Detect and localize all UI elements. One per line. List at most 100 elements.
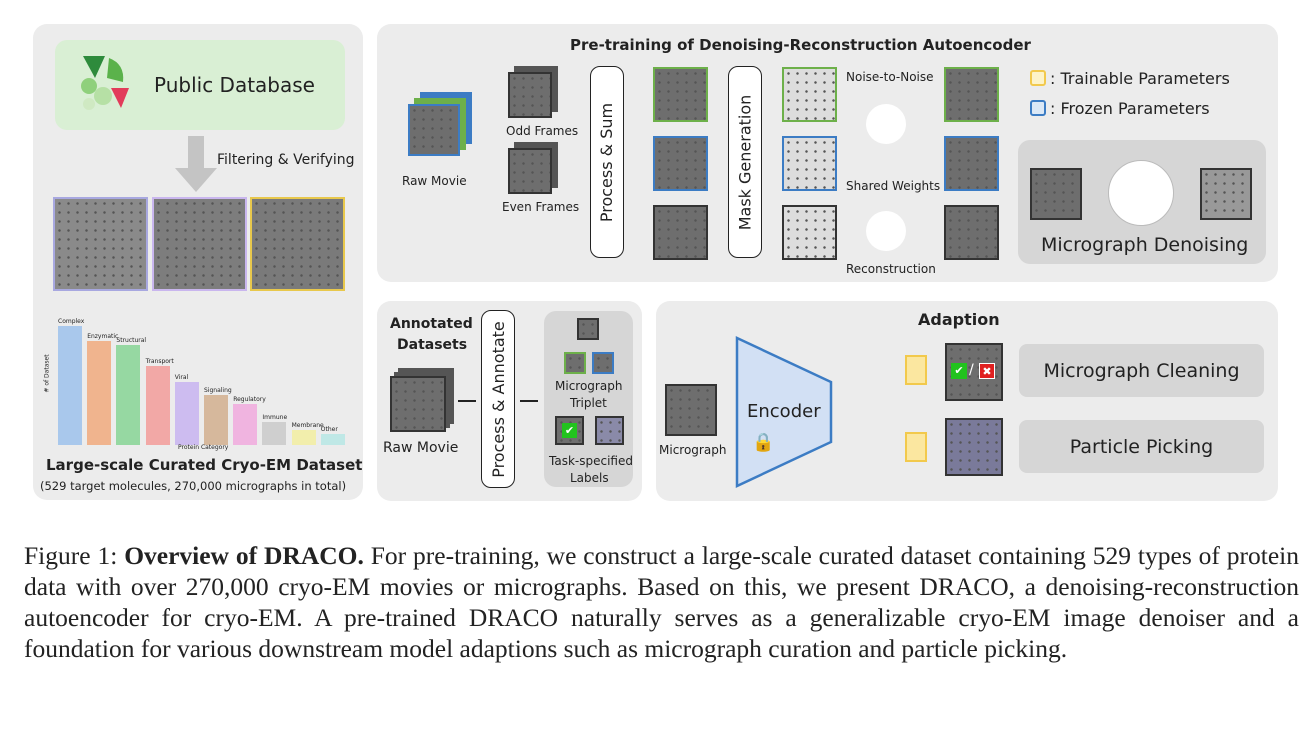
x-axis-label: Protein Category	[178, 444, 229, 451]
down-arrow-icon	[175, 136, 217, 192]
output-odd	[944, 67, 999, 122]
bar-regulatory	[233, 404, 258, 445]
odd-sum-image	[653, 67, 708, 122]
trainable-legend-label: : Trainable Parameters	[1050, 69, 1230, 88]
denoised-micrograph	[1200, 168, 1252, 220]
public-database-label: Public Database	[154, 73, 315, 97]
bar-enzymatic	[87, 341, 112, 445]
bar-label: Membrane	[291, 421, 324, 429]
bar-viral	[174, 381, 199, 445]
bar-label: Immune	[262, 414, 288, 422]
process-annotate-block: Process & Annotate	[481, 310, 515, 488]
bar-structural	[116, 344, 141, 445]
triplet-right	[592, 352, 614, 374]
odd-frames-label: Odd Frames	[506, 124, 579, 138]
process-sum-block: Process & Sum	[590, 66, 624, 258]
bar-transport	[145, 365, 170, 445]
masked-full	[782, 205, 837, 260]
encoder-trapezoid	[735, 336, 833, 488]
micrograph-sample-2	[152, 197, 247, 291]
micrograph-sample-1	[53, 197, 148, 291]
check-icon: ✔	[562, 423, 577, 438]
shared-weights-label: Shared Weights	[846, 179, 941, 193]
bar-immune	[262, 422, 287, 445]
picking-head-icon	[905, 432, 927, 462]
bar-signaling	[204, 394, 228, 445]
public-database-box	[55, 40, 345, 130]
even-frames-label: Even Frames	[502, 200, 580, 214]
even-frames	[508, 148, 552, 194]
bar-label: Enzymatic	[87, 333, 119, 341]
bar-label: Signaling	[204, 386, 232, 394]
frozen-legend-label: : Frozen Parameters	[1050, 99, 1210, 118]
even-sum-image	[653, 136, 708, 191]
labels-box	[544, 311, 633, 487]
bar-label: Structural	[116, 336, 147, 344]
odd-frames	[508, 72, 552, 118]
output-even	[944, 136, 999, 191]
input-micrograph	[665, 384, 717, 436]
process-annotate-label: Process & Annotate	[488, 320, 508, 478]
frozen-denoiser-icon	[1108, 160, 1174, 226]
input-micrograph-label: Micrograph	[659, 443, 727, 457]
process-sum-label: Process & Sum	[597, 102, 617, 222]
bar-membrane	[291, 429, 316, 445]
database-logo-icon	[81, 56, 129, 110]
bar-label: Viral	[174, 373, 189, 381]
bar-label: Complex	[58, 318, 85, 325]
autoencoder-bottom-icon	[866, 211, 906, 251]
triplet-label-2: Triplet	[570, 396, 607, 410]
bar-other	[320, 433, 345, 445]
raw-movie-stack	[408, 104, 460, 156]
noisy-micrograph	[1030, 168, 1082, 220]
masked-odd	[782, 67, 837, 122]
filter-label: Filtering & Verifying	[217, 152, 355, 168]
reconstruction-label: Reconstruction	[846, 262, 936, 276]
y-axis-label: # of Dataset	[43, 354, 51, 393]
triplet-top	[577, 318, 599, 340]
adaption-title: Adaption	[918, 310, 1000, 329]
particle-picking-task: Particle Picking	[1019, 420, 1264, 473]
caption-text: For pre-training, we construct a large-s…	[24, 541, 1299, 663]
cross-icon: ✖	[979, 363, 995, 379]
check-icon: ✔	[951, 363, 967, 379]
micrograph-sample-3	[250, 197, 345, 291]
mask-generation-block: Mask Generation	[728, 66, 762, 258]
arrow	[458, 400, 476, 402]
pretrain-title: Pre-training of Denoising-Reconstruction…	[570, 36, 1031, 54]
bar-label: Transport	[145, 357, 174, 365]
mask-generation-label: Mask Generation	[735, 94, 755, 230]
annotated-raw-movie	[390, 376, 446, 432]
triplet-left	[564, 352, 586, 374]
annotated-title-1: Annotated	[390, 316, 473, 332]
bar-label: Other	[320, 425, 338, 433]
raw-movie-label: Raw Movie	[402, 174, 467, 188]
lock-icon: 🔒	[752, 432, 775, 453]
autoencoder-top-icon	[866, 104, 906, 144]
output-recon	[944, 205, 999, 260]
caption-prefix: Figure 1:	[24, 541, 125, 570]
full-sum-image	[653, 205, 708, 260]
dataset-subtitle: (529 target molecules, 270,000 micrograp…	[40, 479, 347, 493]
annotated-raw-movie-label: Raw Movie	[383, 440, 459, 456]
denoising-label: Micrograph Denoising	[1041, 234, 1249, 256]
encoder-label: Encoder	[747, 401, 821, 422]
slash: /	[969, 362, 974, 378]
masked-even	[782, 136, 837, 191]
picking-output	[945, 418, 1003, 476]
clean-label-image	[555, 416, 584, 445]
particle-label-image	[595, 416, 624, 445]
bar-complex	[58, 326, 82, 445]
cleaning-head-icon	[905, 355, 927, 385]
caption-bold: Overview of DRACO.	[124, 541, 364, 570]
dataset-title: Large-scale Curated Cryo-EM Dataset	[46, 456, 363, 474]
labels-label-1: Task-specified	[549, 454, 633, 468]
arrow	[520, 400, 538, 402]
trainable-legend-swatch	[1030, 70, 1046, 86]
frozen-legend-swatch	[1030, 100, 1046, 116]
noise-to-noise-label: Noise-to-Noise	[846, 70, 934, 84]
bar-label: Regulatory	[233, 396, 266, 404]
figure-caption: Figure 1: Overview of DRACO. For pre-tra…	[24, 540, 1299, 664]
labels-label-2: Labels	[570, 471, 609, 485]
